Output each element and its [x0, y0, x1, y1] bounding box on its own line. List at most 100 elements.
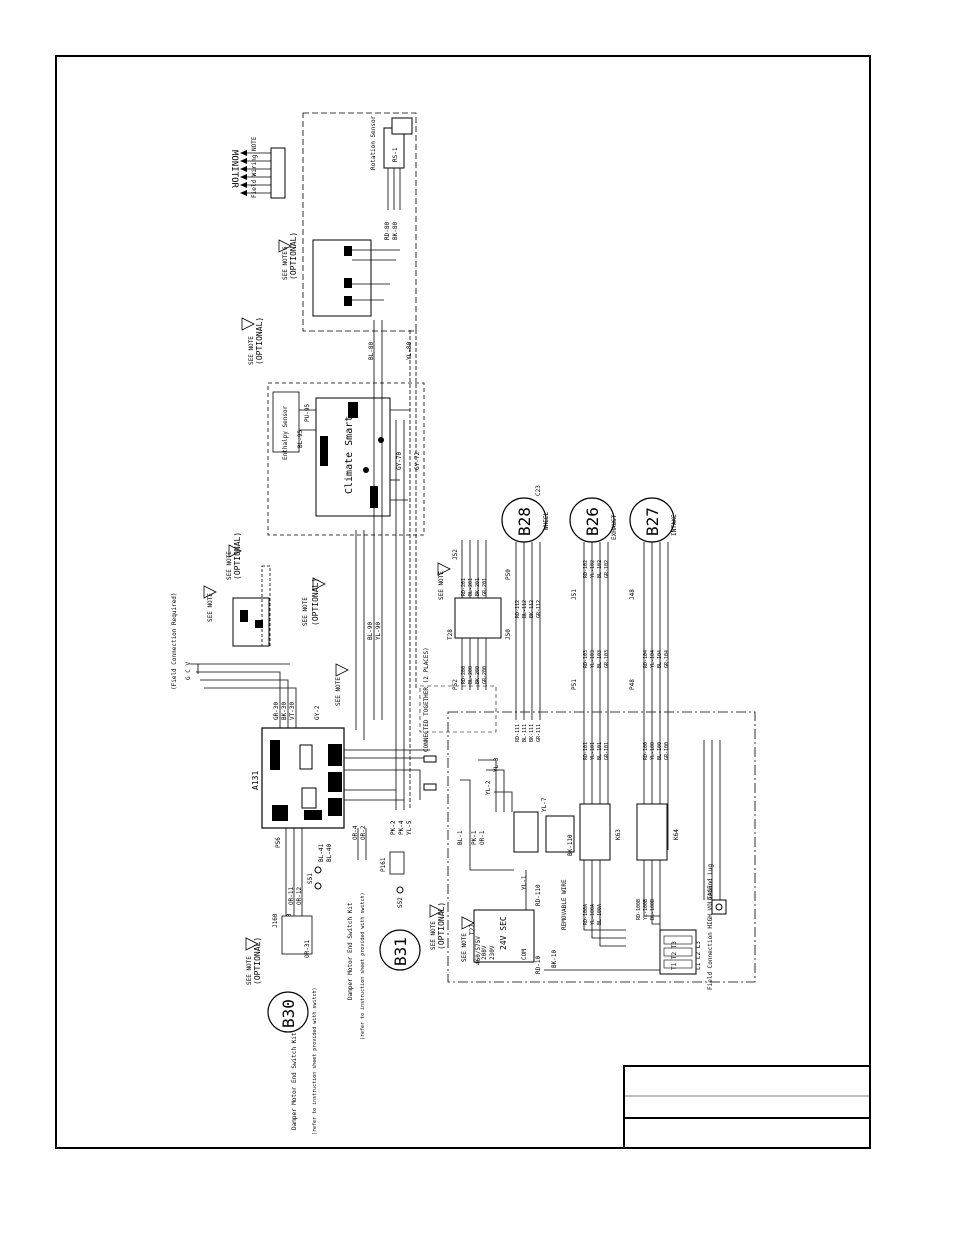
svg-text:RD-103: RD-103 — [583, 650, 589, 668]
svg-text:YL-103: YL-103 — [590, 650, 596, 668]
svg-text:(OPTIONAL): (OPTIONAL) — [233, 532, 242, 580]
s52-label: S52 — [397, 897, 404, 908]
svg-text:RD-111: RD-111 — [515, 724, 521, 742]
damper-switch-1: Damper Motor End Switch Kit — [291, 1032, 298, 1130]
wire-bk110-label: BK-110 — [567, 834, 574, 856]
optional-label: (OPTIONAL) — [289, 232, 298, 280]
k64-label: K64 — [673, 829, 680, 840]
b31-damper-motor: B31 Damper Motor End Switch Kit (refer t… — [347, 892, 421, 1040]
svg-text:BK-112: BK-112 — [529, 600, 535, 618]
wire-bl90-label: BL-90 — [367, 622, 374, 640]
svg-text:GR-101: GR-101 — [604, 742, 610, 760]
svg-text:YL-100A: YL-100A — [590, 904, 596, 925]
field-hv-label: Field Connection HIGH VOLTAGE — [707, 885, 714, 990]
svg-text:RD-102: RD-102 — [583, 560, 589, 578]
s51-switch: S51 BL-41 BL-40 — [307, 844, 333, 890]
svg-text:SEE NOTE: SEE NOTE — [430, 921, 437, 950]
b28-wheel-motor: B28 WHEEL C23 P50 J50 RD-111 BL-111 BK-1… — [501, 485, 550, 742]
wire-bl1-label: BL-1 — [457, 830, 464, 845]
a131-board: A131 — [251, 727, 345, 829]
wire-yl3-label: YL-3 — [493, 757, 500, 772]
wire-pk2-label: PK-2 — [390, 820, 397, 835]
j160-label: J160 — [272, 913, 279, 928]
wire-gy2-label: GY-2 — [314, 705, 321, 720]
gcv-label: G C V — [185, 662, 192, 680]
p50-label: P50 — [505, 569, 512, 580]
svg-text:BL-111: BL-111 — [522, 724, 528, 742]
svg-text:SEE NOTE: SEE NOTE — [246, 956, 253, 985]
svg-text:(OPTIONAL): (OPTIONAL) — [253, 937, 262, 985]
aux-relay-board — [232, 565, 271, 647]
wire-pu95-label: PU-95 — [304, 404, 311, 422]
climate-smart-label: Climate Smart — [344, 416, 355, 494]
b26-exhaust-motor: B26 EXHAUST P51 J51 RD-102 YL-102 BL-102… — [569, 497, 618, 850]
svg-text:BL-100A: BL-100A — [597, 904, 603, 925]
com-label: COM — [521, 949, 528, 960]
svg-text:GR-104: GR-104 — [664, 650, 670, 668]
svg-text:BL-104: BL-104 — [657, 650, 663, 668]
svg-text:(OPTIONAL): (OPTIONAL) — [311, 578, 320, 626]
b28-label: B28 — [515, 507, 534, 536]
wire-vt30-label: VT-30 — [289, 702, 296, 720]
a131-output-wires — [344, 749, 430, 860]
svg-text:BL-112: BL-112 — [522, 600, 528, 618]
damper-switch-2: Damper Motor End Switch Kit — [347, 902, 354, 1000]
wire-bk30-label: BK-30 — [281, 702, 288, 720]
svg-text:RD-100B: RD-100B — [636, 899, 642, 920]
relay-block: BK-110 YL-7 — [513, 797, 575, 856]
connected-together-label: CONNECTED TOGETHER (2 PLACES) — [423, 647, 430, 752]
damper-refer-1: (refer to instruction sheet provided wit… — [312, 987, 318, 1135]
svg-text:GR-102: GR-102 — [604, 560, 610, 578]
wire-or31-label: OR-31 — [304, 940, 311, 958]
svg-text:SEE NOTE: SEE NOTE — [302, 597, 309, 626]
wire-bl80-label: BL-80 — [368, 342, 375, 360]
rs1-label: RS-1 — [392, 147, 399, 162]
wire-yl80-label: YL-80 — [406, 342, 413, 360]
wire-rd80-label: RD-80 — [384, 222, 391, 240]
k63-label: K63 — [615, 829, 622, 840]
damper-refer-2: (refer to instruction sheet provided wit… — [360, 892, 366, 1040]
t28-label: T28 — [447, 629, 454, 640]
v460-label: 460/575V — [475, 936, 482, 965]
note-6-ref: 6 — [282, 246, 289, 250]
svg-text:BL-102: BL-102 — [597, 560, 603, 578]
wire-pk4-label: PK-4 — [398, 820, 405, 835]
sheet-border — [55, 55, 871, 1149]
svg-text:BK-201: BK-201 — [475, 578, 481, 596]
v230-label: 230V — [489, 945, 496, 960]
connected-together: CONNECTED TOGETHER (2 PLACES) — [423, 647, 437, 791]
wire-bk80-label: BK-80 — [392, 222, 399, 240]
j51-label: J51 — [571, 589, 578, 600]
wire-yl7-label: YL-7 — [541, 797, 548, 812]
wire-or2-label: OR-2 — [360, 825, 367, 840]
harness-wires — [355, 320, 417, 810]
svg-text:BL-101: BL-101 — [597, 742, 603, 760]
svg-text:BK-111: BK-111 — [529, 724, 535, 742]
monitor-terminal: MONITOR Field Wiring NOTE — [229, 136, 286, 199]
wire-bl95-label: BL-95 — [297, 430, 304, 448]
unit-wires — [460, 740, 721, 971]
svg-text:BL-200: BL-200 — [468, 666, 474, 684]
svg-text:BL-100: BL-100 — [657, 742, 663, 760]
k64-contactor: K64 — [636, 803, 680, 861]
k63-contactor: K63 — [579, 803, 622, 861]
t27-transformer: 24V SEC COM 208V 230V 460/575V BK-10 RD-… — [473, 884, 558, 974]
svg-text:SEE NOTE: SEE NOTE — [335, 677, 342, 706]
svg-text:GR-103: GR-103 — [604, 650, 610, 668]
b26-label: B26 — [583, 507, 602, 536]
p161-label: P161 — [380, 857, 387, 872]
see-note-markers: SEE NOTE (OPTIONAL) 6 SEE NOTE (OPTIONAL… — [203, 232, 476, 985]
wire-rd110-label: RD-110 — [535, 884, 542, 906]
svg-text:YL-101: YL-101 — [590, 742, 596, 760]
field-connection-label: (Field Connection Required) — [171, 592, 178, 690]
svg-text:GR-200: GR-200 — [482, 666, 488, 684]
svg-text:SEE NOTE: SEE NOTE — [438, 571, 445, 600]
svg-text:GR-112: GR-112 — [536, 600, 542, 618]
svg-text:SEE NOTE: SEE NOTE — [207, 593, 214, 622]
b27-label: B27 — [643, 507, 662, 536]
p51-label: P51 — [571, 679, 578, 690]
exhaust-label: EXHAUST — [611, 514, 618, 540]
wire-gr30-label: GR-30 — [273, 702, 280, 720]
b27-intake-motor: B27 INTAKE P48 J48 RD-104 YL-104 BL-104 … — [629, 497, 678, 850]
